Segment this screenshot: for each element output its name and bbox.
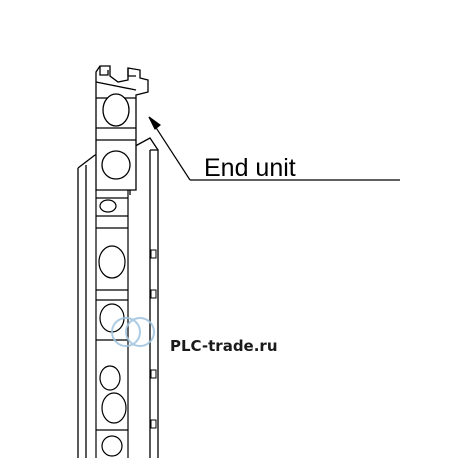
end-unit-label: End unit: [204, 154, 296, 182]
channel-side-holes: [150, 249, 157, 429]
watermark-logo: [111, 317, 155, 347]
callout-leader-line: [148, 116, 400, 181]
end-unit-cap: [95, 65, 149, 191]
housing-channel: [77, 137, 159, 458]
watermark-text: PLC-trade.ru: [170, 337, 278, 355]
